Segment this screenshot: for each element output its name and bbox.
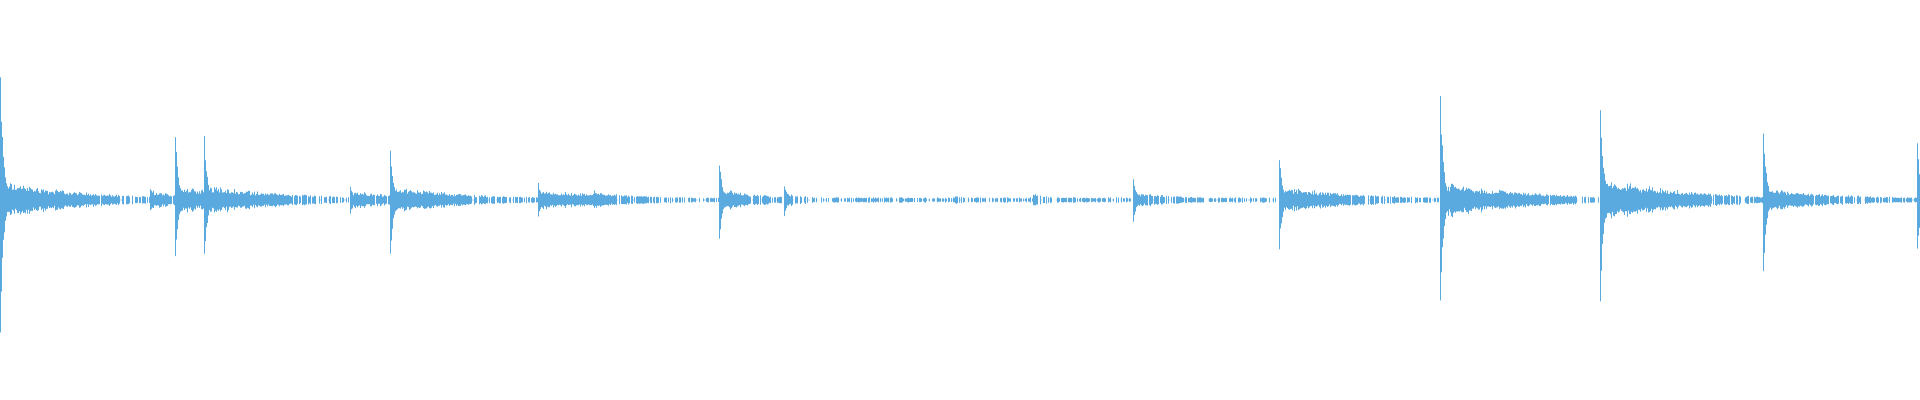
waveform-trace <box>0 77 1920 333</box>
waveform-samples <box>0 77 1920 333</box>
